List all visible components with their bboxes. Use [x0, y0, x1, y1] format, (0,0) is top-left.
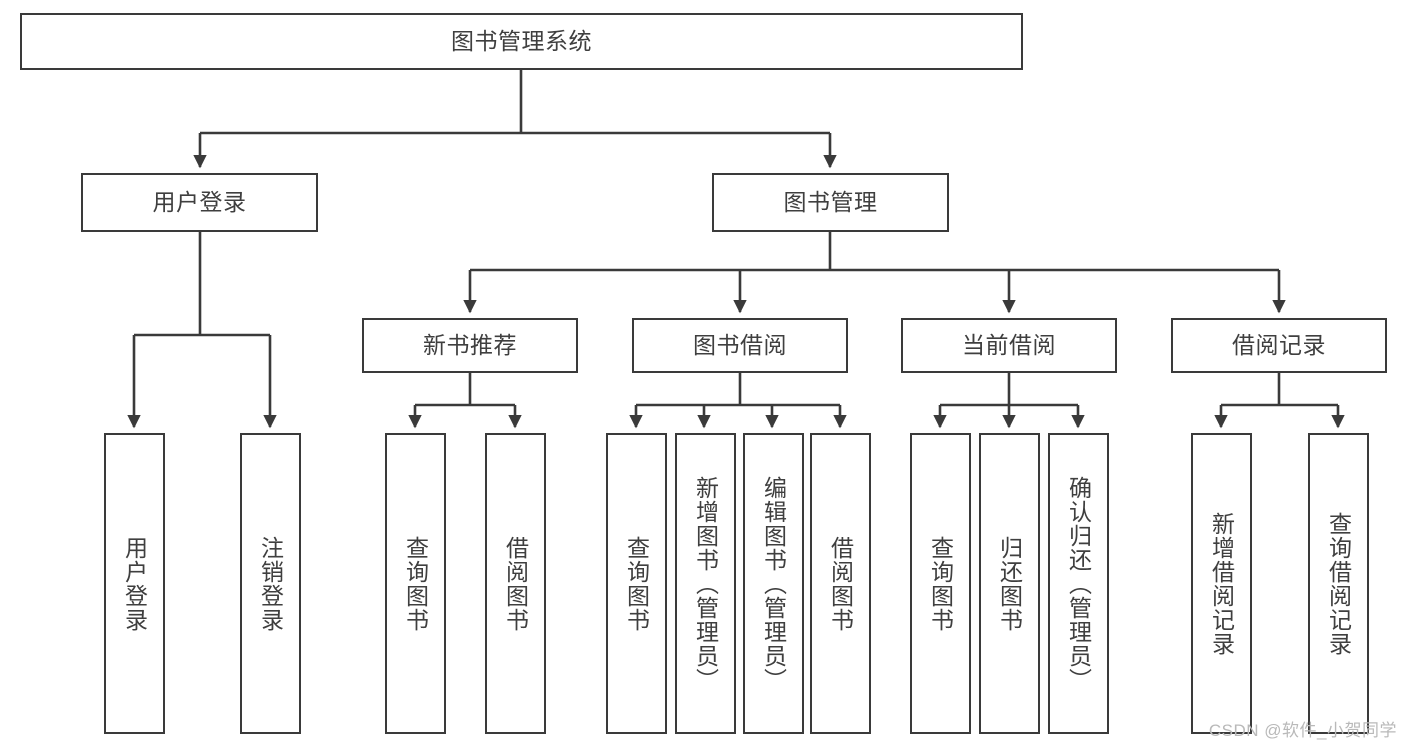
- node-current-borrow[interactable]: 当前借阅: [901, 318, 1117, 373]
- node-leaf-add-record[interactable]: 新增借阅记录: [1191, 433, 1252, 734]
- watermark-text: CSDN @软件_小贺同学: [1208, 721, 1397, 740]
- node-leaf-return-book[interactable]: 归还图书: [979, 433, 1040, 734]
- node-leaf-add-book[interactable]: 新增图书（管理员）: [675, 433, 736, 734]
- node-leaf-borrow-book-2[interactable]: 借阅图书: [810, 433, 871, 734]
- node-leaf-query-book-2[interactable]: 查询图书: [606, 433, 667, 734]
- node-leaf-borrow-book-1-label: 借阅图书: [502, 535, 529, 632]
- node-new-book-recommend-label: 新书推荐: [423, 331, 517, 358]
- node-leaf-user-login[interactable]: 用户登录: [104, 433, 165, 734]
- node-user-login-label: 用户登录: [152, 188, 247, 215]
- node-leaf-confirm-return-label: 确认归还（管理员）: [1065, 475, 1092, 692]
- node-leaf-edit-book-label: 编辑图书（管理员）: [760, 475, 787, 692]
- node-leaf-query-book-1[interactable]: 查询图书: [385, 433, 446, 734]
- node-leaf-add-book-label: 新增图书（管理员）: [692, 475, 719, 692]
- node-leaf-borrow-book-2-label: 借阅图书: [827, 535, 854, 632]
- node-leaf-add-record-label: 新增借阅记录: [1208, 511, 1235, 656]
- node-leaf-user-login-label: 用户登录: [121, 535, 148, 632]
- node-leaf-confirm-return[interactable]: 确认归还（管理员）: [1048, 433, 1109, 734]
- node-user-login[interactable]: 用户登录: [81, 173, 318, 232]
- node-leaf-logout[interactable]: 注销登录: [240, 433, 301, 734]
- node-new-book-recommend[interactable]: 新书推荐: [362, 318, 578, 373]
- node-book-borrow[interactable]: 图书借阅: [632, 318, 848, 373]
- node-leaf-query-book-3-label: 查询图书: [927, 535, 954, 632]
- node-leaf-borrow-book-1[interactable]: 借阅图书: [485, 433, 546, 734]
- node-leaf-logout-label: 注销登录: [257, 535, 284, 632]
- node-borrow-record[interactable]: 借阅记录: [1171, 318, 1387, 373]
- node-leaf-query-book-1-label: 查询图书: [402, 535, 429, 632]
- node-leaf-query-book-2-label: 查询图书: [623, 535, 650, 632]
- node-root[interactable]: 图书管理系统: [20, 13, 1023, 70]
- node-book-manage[interactable]: 图书管理: [712, 173, 949, 232]
- node-leaf-query-record-label: 查询借阅记录: [1325, 511, 1352, 656]
- node-leaf-query-record[interactable]: 查询借阅记录: [1308, 433, 1369, 734]
- node-current-borrow-label: 当前借阅: [962, 331, 1056, 358]
- node-leaf-query-book-3[interactable]: 查询图书: [910, 433, 971, 734]
- node-root-label: 图书管理系统: [451, 27, 592, 54]
- node-book-borrow-label: 图书借阅: [693, 331, 787, 358]
- node-borrow-record-label: 借阅记录: [1232, 331, 1326, 358]
- node-book-manage-label: 图书管理: [783, 188, 878, 215]
- node-leaf-edit-book[interactable]: 编辑图书（管理员）: [743, 433, 804, 734]
- node-leaf-return-book-label: 归还图书: [996, 535, 1023, 632]
